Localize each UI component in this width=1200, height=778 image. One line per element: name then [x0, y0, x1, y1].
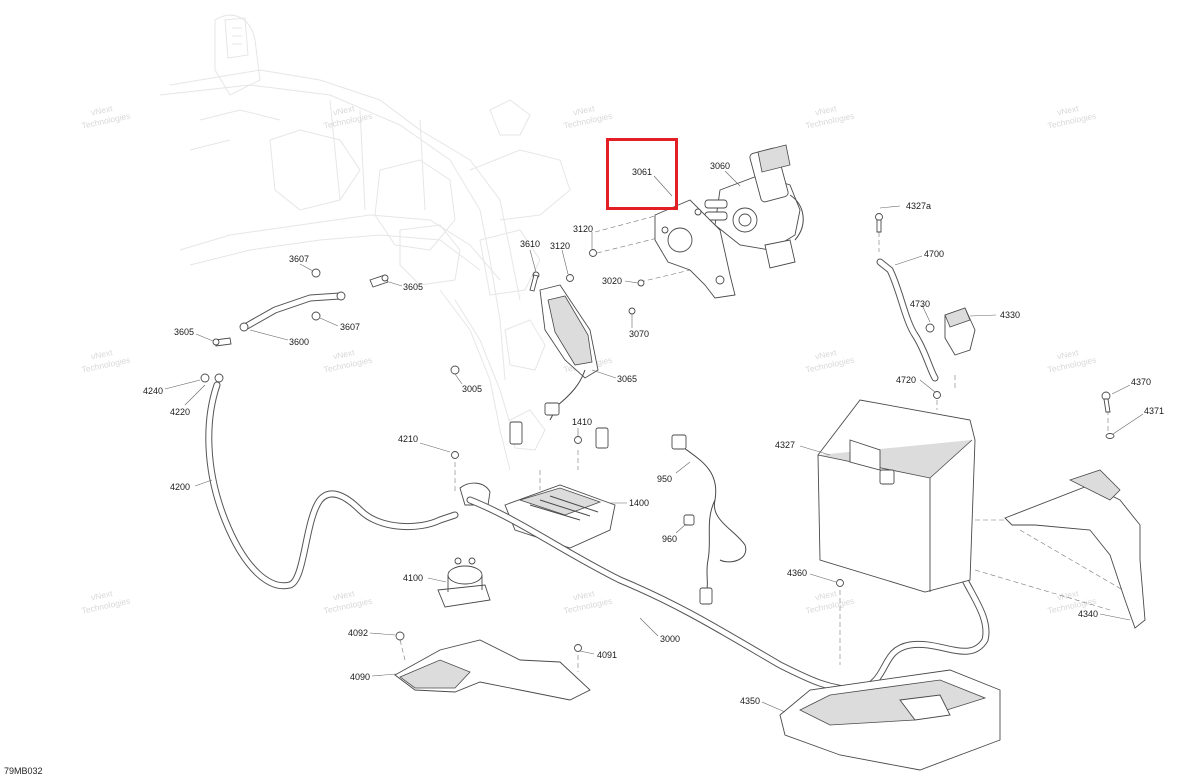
label-3060[interactable]: 3060	[710, 161, 730, 171]
label-4360[interactable]: 4360	[787, 568, 807, 578]
chassis-frame-ghost	[159, 14, 571, 471]
watermark-line-1: vNext	[90, 103, 114, 117]
label-4371[interactable]: 4371	[1144, 406, 1164, 416]
label-3610[interactable]: 3610	[520, 239, 540, 249]
label-3607-upper[interactable]: 3607	[289, 254, 309, 264]
label-4330[interactable]: 4330	[1000, 310, 1020, 320]
label-4730[interactable]: 4730	[910, 299, 930, 309]
part-4200-cable[interactable]	[200, 373, 459, 590]
part-labels: 3061 3060 4327a 3120 3610 3120 3607 3605…	[143, 161, 1164, 706]
label-3000[interactable]: 3000	[660, 634, 680, 644]
part-3600-ground-cable[interactable]	[239, 291, 346, 332]
part-3070-screw[interactable]	[628, 307, 636, 315]
label-3600[interactable]: 3600	[289, 337, 309, 347]
watermark-line-1: vNext	[572, 588, 596, 602]
leader-lines	[164, 170, 1144, 713]
watermark-line-1: vNext	[572, 103, 596, 117]
part-3060-actuator[interactable]	[704, 144, 804, 269]
label-4200[interactable]: 4200	[170, 482, 190, 492]
label-4090[interactable]: 4090	[350, 672, 370, 682]
label-4340[interactable]: 4340	[1078, 609, 1098, 619]
part-1410-screw[interactable]	[574, 436, 582, 444]
part-4700-battery-cable[interactable]	[876, 258, 939, 382]
part-4090-bracket[interactable]	[394, 639, 591, 701]
label-4370[interactable]: 4370	[1131, 377, 1151, 387]
part-4091-nut[interactable]	[574, 644, 582, 652]
watermark-line-1: vNext	[814, 103, 838, 117]
label-4327[interactable]: 4327	[775, 440, 795, 450]
highlight-box	[606, 138, 678, 210]
diagram-code: 79MB032	[4, 766, 43, 776]
label-4092[interactable]: 4092	[348, 628, 368, 638]
label-1410[interactable]: 1410	[572, 417, 592, 427]
part-4370-bolt[interactable]	[1101, 391, 1111, 413]
part-950-sensor-harness[interactable]	[671, 434, 747, 605]
part-3607-nut-lower[interactable]	[311, 311, 321, 321]
part-3610-screw[interactable]	[529, 271, 540, 292]
part-4327-battery[interactable]	[817, 399, 976, 593]
label-3065[interactable]: 3065	[617, 374, 637, 384]
watermark-line-1: vNext	[332, 103, 356, 117]
part-3065-fuse-box[interactable]	[509, 284, 609, 449]
label-4327a[interactable]: 4327a	[906, 201, 931, 211]
label-4240[interactable]: 4240	[143, 386, 163, 396]
part-4330-terminal-cover[interactable]	[944, 307, 976, 356]
label-4220[interactable]: 4220	[170, 407, 190, 417]
watermark-line-1: vNext	[814, 588, 838, 602]
label-4100[interactable]: 4100	[403, 573, 423, 583]
label-3605-upper[interactable]: 3605	[403, 282, 423, 292]
part-3005-nut[interactable]	[450, 365, 460, 375]
part-3605-bolt-lower[interactable]	[212, 337, 232, 347]
label-3061[interactable]: 3061	[632, 167, 652, 177]
label-3020[interactable]: 3020	[602, 276, 622, 286]
part-3605-bolt-upper[interactable]	[369, 274, 389, 288]
part-4720-bolt[interactable]	[933, 391, 941, 399]
part-4730-nut[interactable]	[925, 323, 935, 333]
part-1400-regulator[interactable]	[459, 482, 616, 549]
label-3605-lower[interactable]: 3605	[174, 327, 194, 337]
watermark-line-1: vNext	[814, 347, 838, 361]
label-950[interactable]: 950	[657, 474, 672, 484]
label-960[interactable]: 960	[662, 534, 677, 544]
label-3005[interactable]: 3005	[462, 384, 482, 394]
label-4210[interactable]: 4210	[398, 434, 418, 444]
label-4350[interactable]: 4350	[740, 696, 760, 706]
part-3000-harness[interactable]	[466, 496, 990, 694]
part-4340-bracket[interactable]	[1004, 469, 1146, 629]
label-3120-lower[interactable]: 3120	[550, 241, 570, 251]
watermark-line-1: vNext	[332, 588, 356, 602]
watermark-line-1: vNext	[1056, 347, 1080, 361]
label-3120-upper[interactable]: 3120	[573, 224, 593, 234]
part-4210-nut[interactable]	[451, 451, 459, 459]
part-3120-screws[interactable]	[566, 249, 597, 282]
part-4371-washer[interactable]	[1105, 433, 1115, 439]
part-3020-screw[interactable]	[637, 279, 645, 287]
watermark-line-1: vNext	[90, 588, 114, 602]
part-3061-bracket[interactable]	[654, 199, 736, 299]
label-3070[interactable]: 3070	[629, 329, 649, 339]
watermark-line-1: vNext	[1056, 588, 1080, 602]
part-4092-screw[interactable]	[395, 631, 405, 641]
part-4327a-bolt[interactable]	[875, 213, 883, 233]
label-4091[interactable]: 4091	[597, 650, 617, 660]
label-1400[interactable]: 1400	[629, 498, 649, 508]
part-3607-nut-upper[interactable]	[311, 268, 321, 278]
part-4350-battery-tray[interactable]	[779, 669, 1001, 771]
part-960-sensor[interactable]	[683, 514, 695, 526]
label-3607-lower[interactable]: 3607	[340, 322, 360, 332]
part-4100-solenoid[interactable]	[437, 557, 491, 608]
label-4700[interactable]: 4700	[924, 249, 944, 259]
label-4720[interactable]: 4720	[896, 375, 916, 385]
watermark-line-1: vNext	[332, 347, 356, 361]
part-4360-nut[interactable]	[836, 579, 844, 587]
watermark-line-1: vNext	[1056, 103, 1080, 117]
watermark-line-1: vNext	[90, 347, 114, 361]
